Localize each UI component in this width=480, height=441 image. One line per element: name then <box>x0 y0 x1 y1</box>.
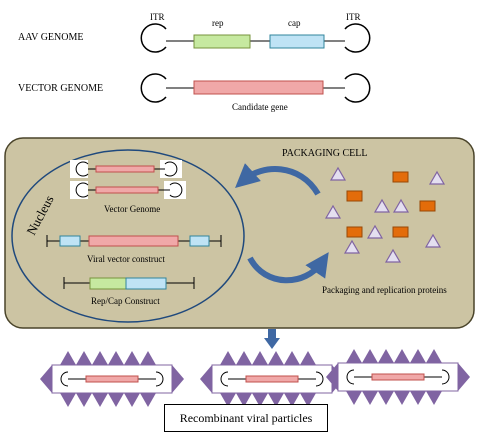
rep-gene-box <box>193 34 251 49</box>
viral-particle <box>199 350 345 408</box>
triangle-protein-icon <box>343 239 361 254</box>
aav-genome-label: AAV GENOME <box>18 32 83 43</box>
vector-genome-in-nucleus-label: Vector Genome <box>104 204 160 214</box>
viral-particle <box>325 348 471 406</box>
cycle-arrow-icon <box>247 252 329 284</box>
vector-genome-label: VECTOR GENOME <box>18 83 103 94</box>
square-protein-icon <box>346 226 363 238</box>
vector-genome: VECTOR GENOME Candidate gene <box>18 73 371 112</box>
candidate-gene-box <box>193 80 324 95</box>
candidate-gene-label: Candidate gene <box>232 102 288 112</box>
square-protein-icon <box>392 171 409 183</box>
itr-right-label: ITR <box>346 12 361 22</box>
viral-vector-construct <box>46 235 222 247</box>
rep-label: rep <box>212 18 224 28</box>
recombinant-particles-caption-box: Recombinant viral particles <box>164 404 328 432</box>
packaging-proteins-label: Packaging and replication proteins <box>322 285 447 295</box>
viral-particle <box>39 350 185 408</box>
aav-genome: AAV GENOME ITR ITR rep cap <box>18 12 371 53</box>
square-protein-icon <box>419 200 436 212</box>
itr-loop-icon <box>140 73 167 103</box>
square-protein-icon <box>346 190 363 202</box>
triangle-protein-icon <box>366 224 384 239</box>
vector-genome-copy <box>70 181 186 199</box>
packaging-proteins <box>324 166 446 263</box>
itr-loop-icon <box>344 73 371 103</box>
itr-left-label: ITR <box>150 12 165 22</box>
triangle-protein-icon <box>384 248 402 263</box>
down-arrow-icon <box>264 329 280 349</box>
triangle-protein-icon <box>392 198 410 213</box>
triangle-protein-icon <box>424 233 442 248</box>
viral-vector-construct-label: Viral vector construct <box>87 254 165 264</box>
recombinant-particles-caption: Recombinant viral particles <box>179 410 313 425</box>
packaging-cell-title: PACKAGING CELL <box>282 148 367 159</box>
vector-genome-copy <box>70 160 182 178</box>
triangle-protein-icon <box>324 204 342 219</box>
triangle-protein-icon <box>428 170 446 185</box>
itr-loop-icon <box>140 23 167 53</box>
triangle-protein-icon <box>373 198 391 213</box>
triangle-protein-icon <box>329 166 347 181</box>
cap-label: cap <box>288 18 301 28</box>
square-protein-icon <box>392 226 409 238</box>
packaging-cell: PACKAGING CELL Nucleus Vector Genome <box>4 137 475 329</box>
rep-cap-construct <box>63 277 195 290</box>
cycle-arrow-icon <box>235 163 321 196</box>
itr-loop-icon <box>344 23 371 53</box>
rep-cap-construct-label: Rep/Cap Construct <box>91 296 160 306</box>
cap-gene-box <box>269 34 325 49</box>
